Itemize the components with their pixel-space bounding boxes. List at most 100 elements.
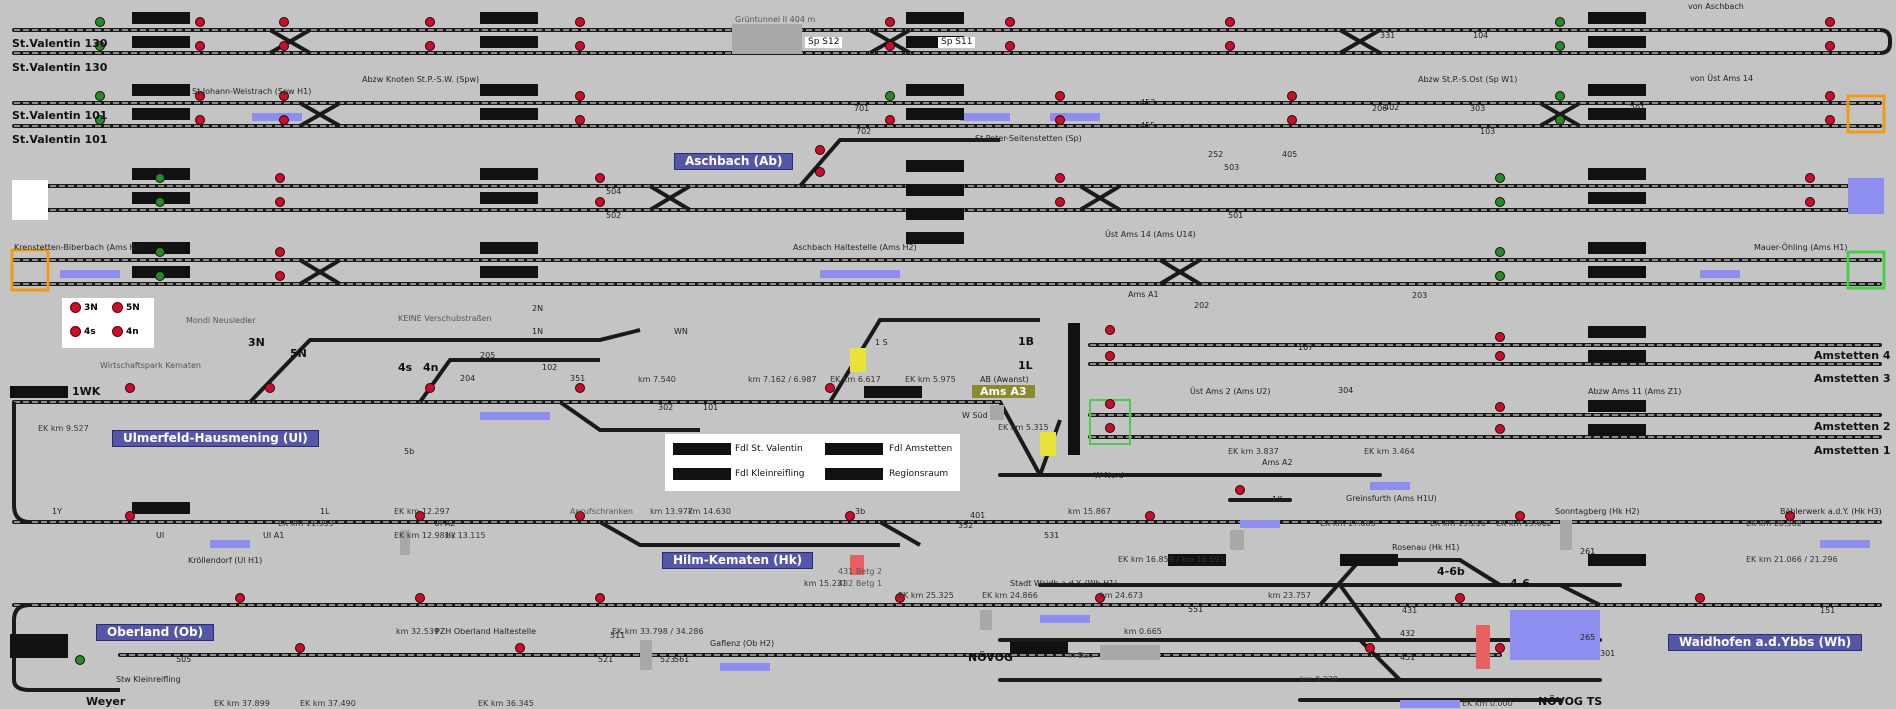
km-marker-label: km 7.540 <box>638 375 676 384</box>
track-label: in Bau <box>1068 651 1094 660</box>
signal-icon <box>1105 351 1115 361</box>
control-box: 3N 5N 4s 4n <box>62 298 154 348</box>
track-label: 3b <box>855 507 866 516</box>
led-display <box>480 84 538 96</box>
orange-frame <box>10 248 50 292</box>
signal-icon <box>279 17 289 27</box>
track-label: Abzw St.P.-S.Ost (Sp W1) <box>1418 75 1518 84</box>
signal-icon <box>845 511 855 521</box>
route-highlights <box>60 113 1870 708</box>
track-label: 501 <box>1228 211 1244 220</box>
km-marker-label: km 24.673 <box>1100 591 1143 600</box>
track-label: Ams A1 <box>1128 290 1159 299</box>
track-label: 201 <box>1630 104 1646 113</box>
signal-icon <box>815 167 825 177</box>
track-label: 352 <box>958 521 974 530</box>
control-item-label: 4s <box>84 327 96 337</box>
km-marker-label: km 15.231 <box>804 579 847 588</box>
led-display <box>480 12 538 24</box>
signal-icon <box>595 197 605 207</box>
control-item[interactable]: 3N <box>70 302 98 313</box>
signal-icon <box>1825 91 1835 101</box>
track-label: Üst Ams 14 (Ams U14) <box>1105 230 1196 239</box>
signal-icon <box>1825 41 1835 51</box>
signal-icon <box>1555 115 1565 125</box>
track-label: 202 <box>1194 301 1210 310</box>
signal-icon <box>279 41 289 51</box>
track-label: 252 <box>1208 150 1224 159</box>
led-display <box>906 84 964 96</box>
signal-icon <box>125 511 135 521</box>
legend-item: Fdl St. Valentin <box>735 444 803 454</box>
track-label: 3N <box>248 336 265 349</box>
green-frame <box>1846 250 1886 290</box>
track-label: 561 <box>674 655 690 664</box>
track-label: 1N <box>532 327 544 336</box>
led-display <box>1588 12 1646 24</box>
led-display <box>906 12 964 24</box>
signal-icon <box>1225 41 1235 51</box>
led-display <box>480 242 538 254</box>
station-label-st-valentin-130-a: St.Valentin 130 <box>12 37 108 50</box>
km-marker-label: km 32.539 <box>396 627 439 636</box>
track-label: 523 <box>660 655 676 664</box>
signal-icon <box>1495 424 1505 434</box>
track-label: 4n <box>423 361 439 374</box>
track-label: Anrufschranken <box>570 507 633 516</box>
signal-icon <box>1495 332 1505 342</box>
km-marker-label: km 13.977 <box>650 507 693 516</box>
track-label: Greinsfurth (Ams H1U) <box>1346 494 1437 503</box>
km-marker-label: EK km 3.837 <box>1228 447 1279 456</box>
signal-icon <box>1005 17 1015 27</box>
station-label-oberland[interactable]: Oberland (Ob) <box>96 624 215 641</box>
km-marker-label: EK km 19.216 <box>1430 519 1486 528</box>
track-label: Hk <box>445 531 456 540</box>
led-display <box>132 84 190 96</box>
signal-icon <box>275 173 285 183</box>
signal-red-icon <box>112 302 123 313</box>
station-label-waidhofen[interactable]: Waidhofen a.d.Ybbs (Wh) <box>1668 634 1863 651</box>
signal-icon <box>575 41 585 51</box>
signal-icon <box>1495 271 1505 281</box>
control-item[interactable]: 4n <box>112 326 139 337</box>
signal-red-icon <box>70 326 81 337</box>
control-item[interactable]: 4s <box>70 326 96 337</box>
track-label: 702 <box>856 127 872 136</box>
track-label: 261 <box>1580 547 1596 556</box>
led-display <box>1588 192 1646 204</box>
control-item-label: 5N <box>126 303 140 313</box>
station-label-weyer: Weyer <box>86 695 126 708</box>
track-label: 511 <box>610 631 626 640</box>
track-label: 4s <box>398 361 413 374</box>
curve <box>998 401 1042 476</box>
signal-icon <box>885 91 895 101</box>
signals <box>71 17 1835 665</box>
signal-icon <box>885 41 895 51</box>
track-label: Stw Kleinreifling <box>116 675 181 684</box>
led-display <box>132 12 190 24</box>
signal-icon <box>1095 593 1105 603</box>
station-label-aschbach[interactable]: Aschbach (Ab) <box>674 153 794 170</box>
signal-icon <box>595 173 605 183</box>
signal-icon <box>1145 511 1155 521</box>
signal-icon <box>1495 643 1505 653</box>
km-marker-label: EK km 19.662 <box>1496 519 1552 528</box>
control-item[interactable]: 5N <box>112 302 140 313</box>
led-display <box>906 108 964 120</box>
km-marker-label: km 15.867 <box>1068 507 1111 516</box>
track-label: 453 <box>1140 98 1156 107</box>
km-marker-label: EK km 37.899 <box>214 699 270 708</box>
signal-icon <box>1105 325 1115 335</box>
track-label: von Üst Ams 14 <box>1690 74 1754 83</box>
led-display <box>10 646 68 658</box>
track-label: Gaflenz (Ob H2) <box>710 639 775 648</box>
station-label-ams-a3[interactable]: Ams A3 <box>972 385 1035 398</box>
signal-icon <box>575 383 585 393</box>
legend-item: Fdl Kleinreifling <box>735 469 805 479</box>
signal-icon <box>1805 173 1815 183</box>
station-label-ulmerfeld[interactable]: Ulmerfeld-Hausmening (Ul) <box>112 430 319 447</box>
station-label-hilm-kematen[interactable]: Hilm-Kematen (Hk) <box>662 552 814 569</box>
signal-icon <box>95 17 105 27</box>
signal-icon <box>1785 511 1795 521</box>
station-label-noevog: NÖVOG <box>968 651 1013 664</box>
